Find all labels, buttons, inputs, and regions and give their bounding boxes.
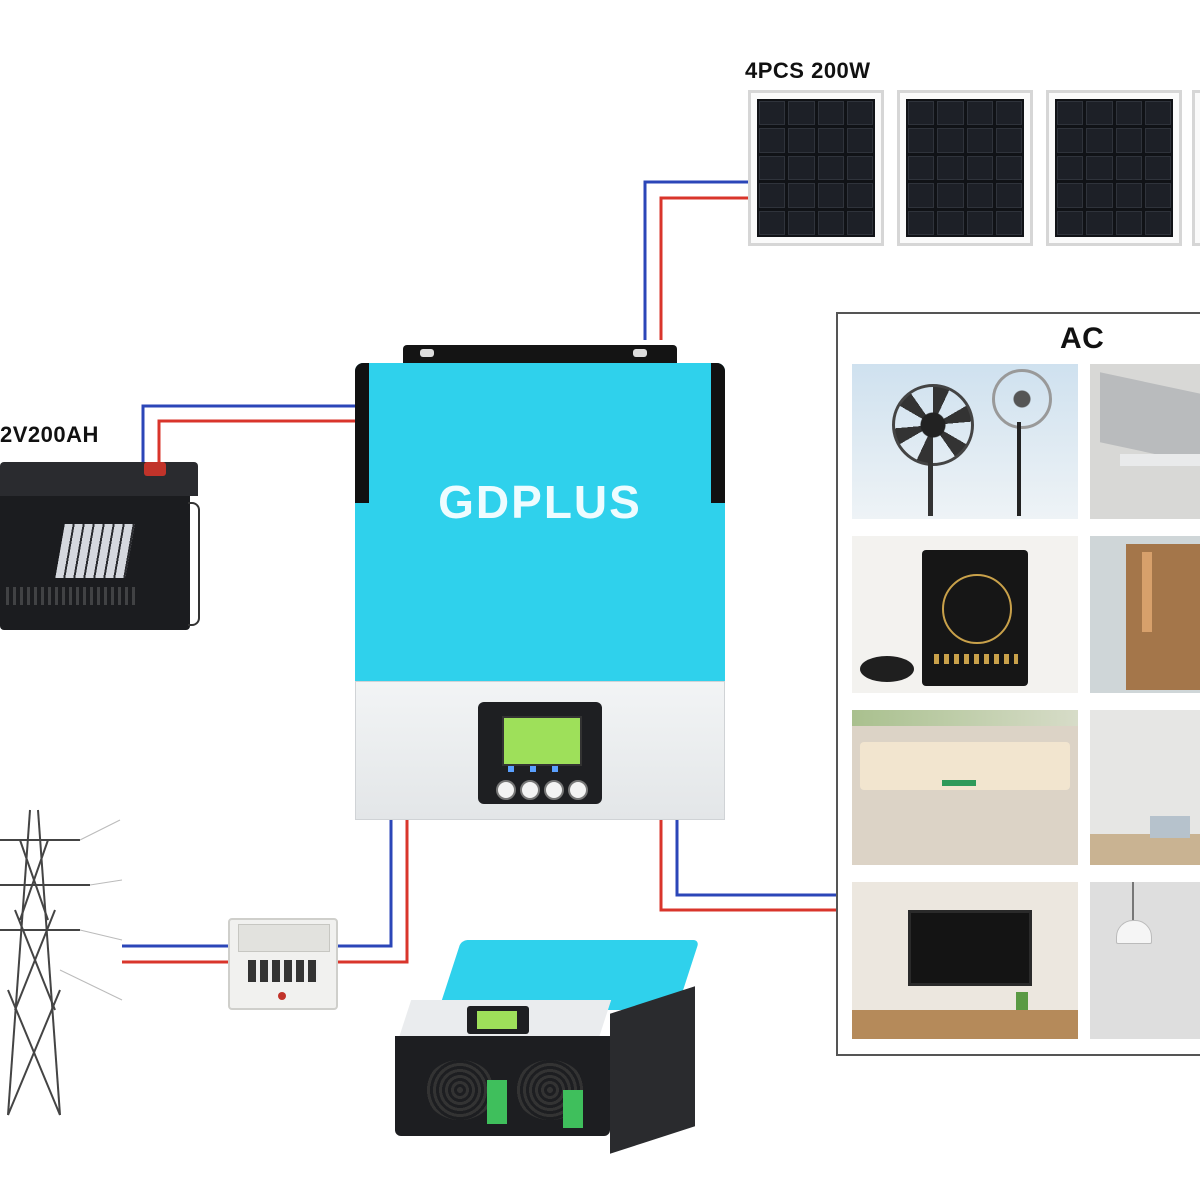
battery-wire-positive: [157, 419, 357, 470]
inverter-icon: GDPLUS: [355, 345, 725, 820]
air-conditioner-icon: [852, 710, 1078, 865]
battery-icon: [0, 462, 200, 632]
solar-wire-negative: [643, 180, 750, 340]
solar-panel-icon: [1046, 90, 1182, 246]
breaker-wire-negative: [334, 820, 393, 948]
lcd-control-panel: [478, 702, 602, 804]
breaker-wire-positive: [334, 820, 409, 964]
inverter-button[interactable]: [544, 780, 564, 800]
battery-wire-negative: [141, 404, 357, 470]
induction-cooker-icon: [852, 536, 1078, 693]
room-photo: [1090, 710, 1200, 865]
power-pylon-icon: [0, 809, 123, 1116]
lamp-icon: [1090, 882, 1200, 1039]
solar-panel-icon: [897, 90, 1033, 246]
fridge-icon: [1090, 536, 1200, 693]
inverter-button[interactable]: [568, 780, 588, 800]
load-wire-negative: [675, 820, 838, 897]
laptop-icon: [1090, 364, 1200, 519]
solar-panel-icon: [748, 90, 884, 246]
solar-label: 4PCS 200W: [745, 58, 871, 83]
solar-wire-positive: [659, 196, 750, 340]
inverter-icon: [395, 940, 700, 1154]
ac-loads-panel: AC: [836, 312, 1200, 1056]
lcd-screen: [502, 716, 582, 766]
ac-label: AC: [1060, 322, 1105, 355]
tv-icon: [852, 882, 1078, 1039]
brand-logo: GDPLUS: [438, 476, 642, 528]
breaker-box-icon: [228, 918, 338, 1010]
inverter-button[interactable]: [520, 780, 540, 800]
fan-icon: [852, 364, 1078, 519]
inverter-button[interactable]: [496, 780, 516, 800]
solar-panel-icon: [1192, 90, 1200, 246]
battery-label: 2V200AH: [0, 422, 99, 447]
load-wire-positive: [659, 820, 838, 912]
